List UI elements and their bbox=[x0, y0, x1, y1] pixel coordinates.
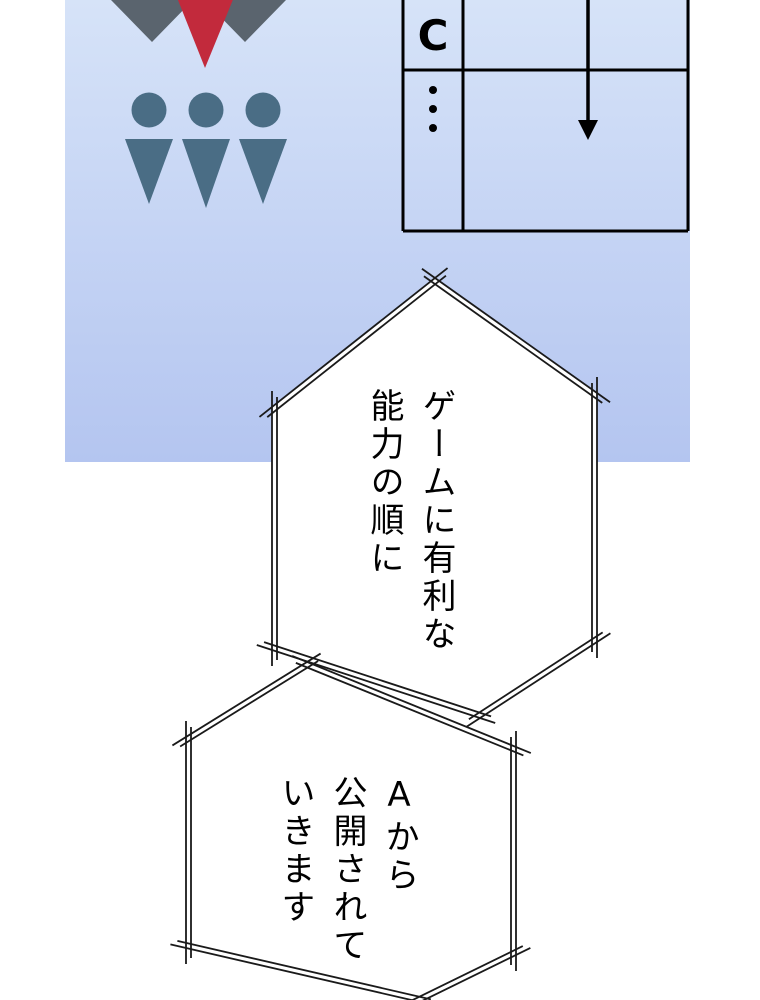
person-head-icon bbox=[131, 92, 167, 128]
emblem-diamond-left-icon bbox=[111, 0, 193, 42]
ellipsis-dot bbox=[429, 105, 437, 113]
ellipsis-dot bbox=[429, 124, 437, 132]
person-head-icon bbox=[188, 92, 224, 128]
speech-bubble-text-1: ゲームに有利な 能力の順に bbox=[364, 388, 456, 654]
grid-table bbox=[401, 0, 690, 233]
person-body-icon bbox=[125, 139, 173, 204]
person-body-icon bbox=[239, 139, 287, 204]
speech-bubble-outline-line bbox=[179, 660, 319, 748]
person-head-icon bbox=[245, 92, 281, 128]
down-arrow-icon bbox=[578, 0, 598, 140]
speech-bubble-outline-line bbox=[256, 644, 496, 724]
table-cell-c: C bbox=[417, 10, 449, 60]
speech-bubble-outline-line bbox=[291, 655, 532, 754]
speech-bubble-text-2: Aから 公開されて いきます bbox=[275, 775, 419, 965]
person-body-icon bbox=[182, 139, 230, 208]
ellipsis-dot bbox=[429, 86, 437, 94]
speech-bubble-outline-line bbox=[466, 632, 611, 728]
panel-graphics bbox=[111, 0, 690, 233]
emblem-red-triangle-icon bbox=[177, 0, 233, 68]
speech-bubble-outline-line bbox=[295, 662, 524, 757]
speech-bubble-outline-line bbox=[468, 631, 604, 721]
vertical-ellipsis-icon bbox=[403, 86, 463, 132]
speech-bubble-outline-line bbox=[410, 945, 524, 1000]
speech-bubble-outline-line bbox=[171, 652, 322, 747]
people-icons bbox=[125, 92, 287, 208]
emblem-icon bbox=[111, 0, 286, 68]
